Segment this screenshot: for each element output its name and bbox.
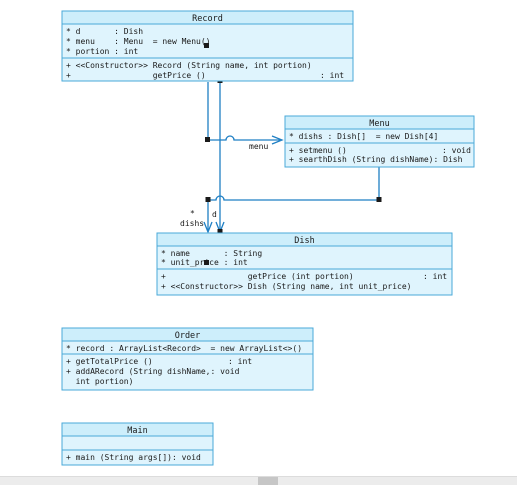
class-dish-method: + <<Constructor>> Dish (String name, int… xyxy=(161,282,411,291)
edge-menu-dish[interactable]: * dishs xyxy=(180,167,382,234)
class-menu-method-return: : void xyxy=(442,146,471,155)
horizontal-scrollbar[interactable] xyxy=(0,476,517,485)
class-order-attribute: * record : ArrayList<Record> = new Array… xyxy=(66,344,302,353)
class-record-attribute: * d : Dish xyxy=(66,27,143,36)
edge-record-menu[interactable]: menu xyxy=(205,82,284,151)
class-menu-name: Menu xyxy=(369,119,389,129)
class-dish-method-return: : int xyxy=(423,272,447,281)
class-order-method: + getTotalPrice () xyxy=(66,357,153,366)
class-record-method: + <<Constructor>> Record (String name, i… xyxy=(66,61,312,70)
class-record-name: Record xyxy=(192,14,223,24)
class-menu[interactable]: Menu * dishs : Dish[] = new Dish[4] + se… xyxy=(284,115,475,168)
class-dish-name: Dish xyxy=(294,236,314,246)
edge-menu-dish-multiplicity: * xyxy=(190,209,195,218)
class-record[interactable]: Record * d : Dish * menu : Menu = new Me… xyxy=(61,10,354,82)
edge-menu-dish-role: dishs xyxy=(180,219,204,228)
class-record-attribute: * portion : int xyxy=(66,47,138,56)
class-order-name: Order xyxy=(175,331,201,341)
class-menu-attribute: * dishs : Dish[] = new Dish[4] xyxy=(289,132,438,141)
class-record-method: + getPrice () xyxy=(66,71,206,80)
edge-record-dish[interactable]: d xyxy=(212,78,225,234)
class-menu-method: + searthDish (String dishName): Dish xyxy=(289,155,463,164)
edge-record-menu-role: menu xyxy=(249,142,268,151)
class-dish-attribute: * name : String xyxy=(161,249,262,258)
class-dish-method: + getPrice (int portion) xyxy=(161,272,354,281)
class-main-method: + main (String args[]): void xyxy=(66,453,201,462)
scrollbar-thumb[interactable] xyxy=(258,477,278,485)
class-order-method: int portion) xyxy=(66,377,133,386)
class-record-method-return: : int xyxy=(320,71,344,80)
class-main-name: Main xyxy=(127,426,147,436)
edge-record-dish-role: d xyxy=(212,210,217,219)
class-order-method-return: : int xyxy=(228,357,252,366)
class-order-method: + addARecord (String dishName,: void xyxy=(66,367,240,376)
class-dish[interactable]: Dish * name : String * unit_price : int … xyxy=(156,232,453,296)
class-main[interactable]: Main + main (String args[]): void xyxy=(61,422,214,466)
class-menu-method: + setmenu () xyxy=(289,146,347,155)
class-record-attribute: * menu : Menu = new Menu() xyxy=(66,37,211,46)
class-order[interactable]: Order * record : ArrayList<Record> = new… xyxy=(61,327,314,391)
